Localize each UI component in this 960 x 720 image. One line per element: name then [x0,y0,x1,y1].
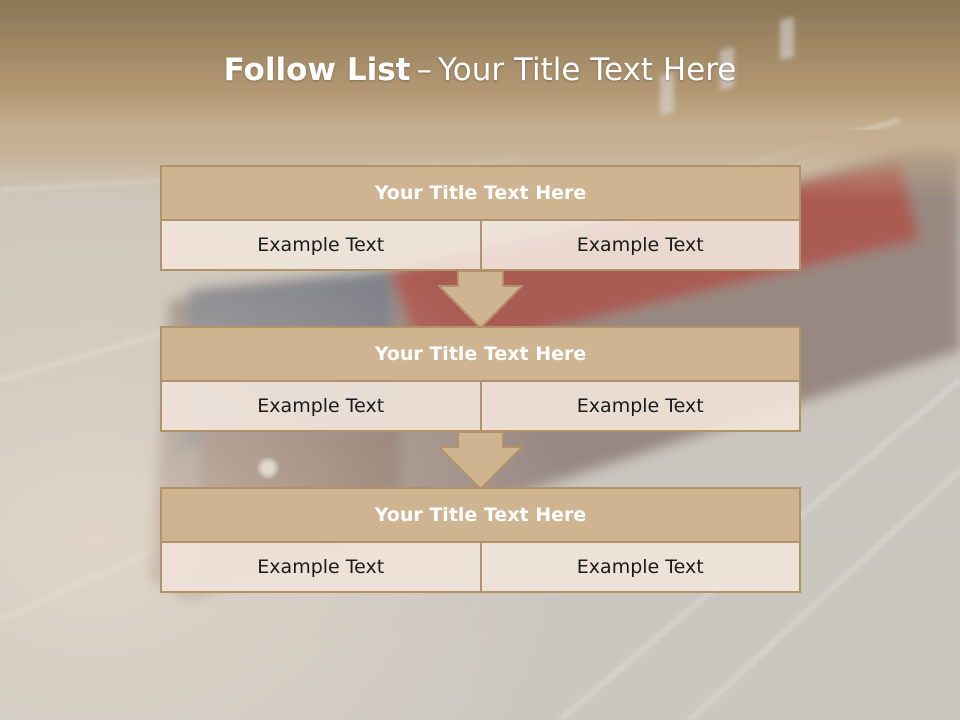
slide-title: Follow List–Your Title Text Here [0,52,960,88]
down-arrow-icon [438,432,523,490]
slide-title-rest: Your Title Text Here [437,52,737,88]
block-cell-left: Example Text [162,382,480,430]
block-cell-left: Example Text [162,543,480,591]
block-row: Example Text Example Text [160,221,801,271]
block-title: Your Title Text Here [160,326,801,382]
block-cell-left: Example Text [162,221,480,269]
list-block-3: Your Title Text Here Example Text Exampl… [160,487,801,593]
block-cell-right: Example Text [479,221,799,269]
list-block-2: Your Title Text Here Example Text Exampl… [160,326,801,432]
block-row: Example Text Example Text [160,543,801,593]
down-arrow-icon [438,271,523,329]
block-title: Your Title Text Here [160,487,801,543]
slide-title-bold: Follow List [223,52,411,88]
block-cell-right: Example Text [479,382,799,430]
block-cell-right: Example Text [479,543,799,591]
list-block-1: Your Title Text Here Example Text Exampl… [160,165,801,271]
block-title: Your Title Text Here [160,165,801,221]
slide-title-separator: – [416,52,432,88]
block-row: Example Text Example Text [160,382,801,432]
